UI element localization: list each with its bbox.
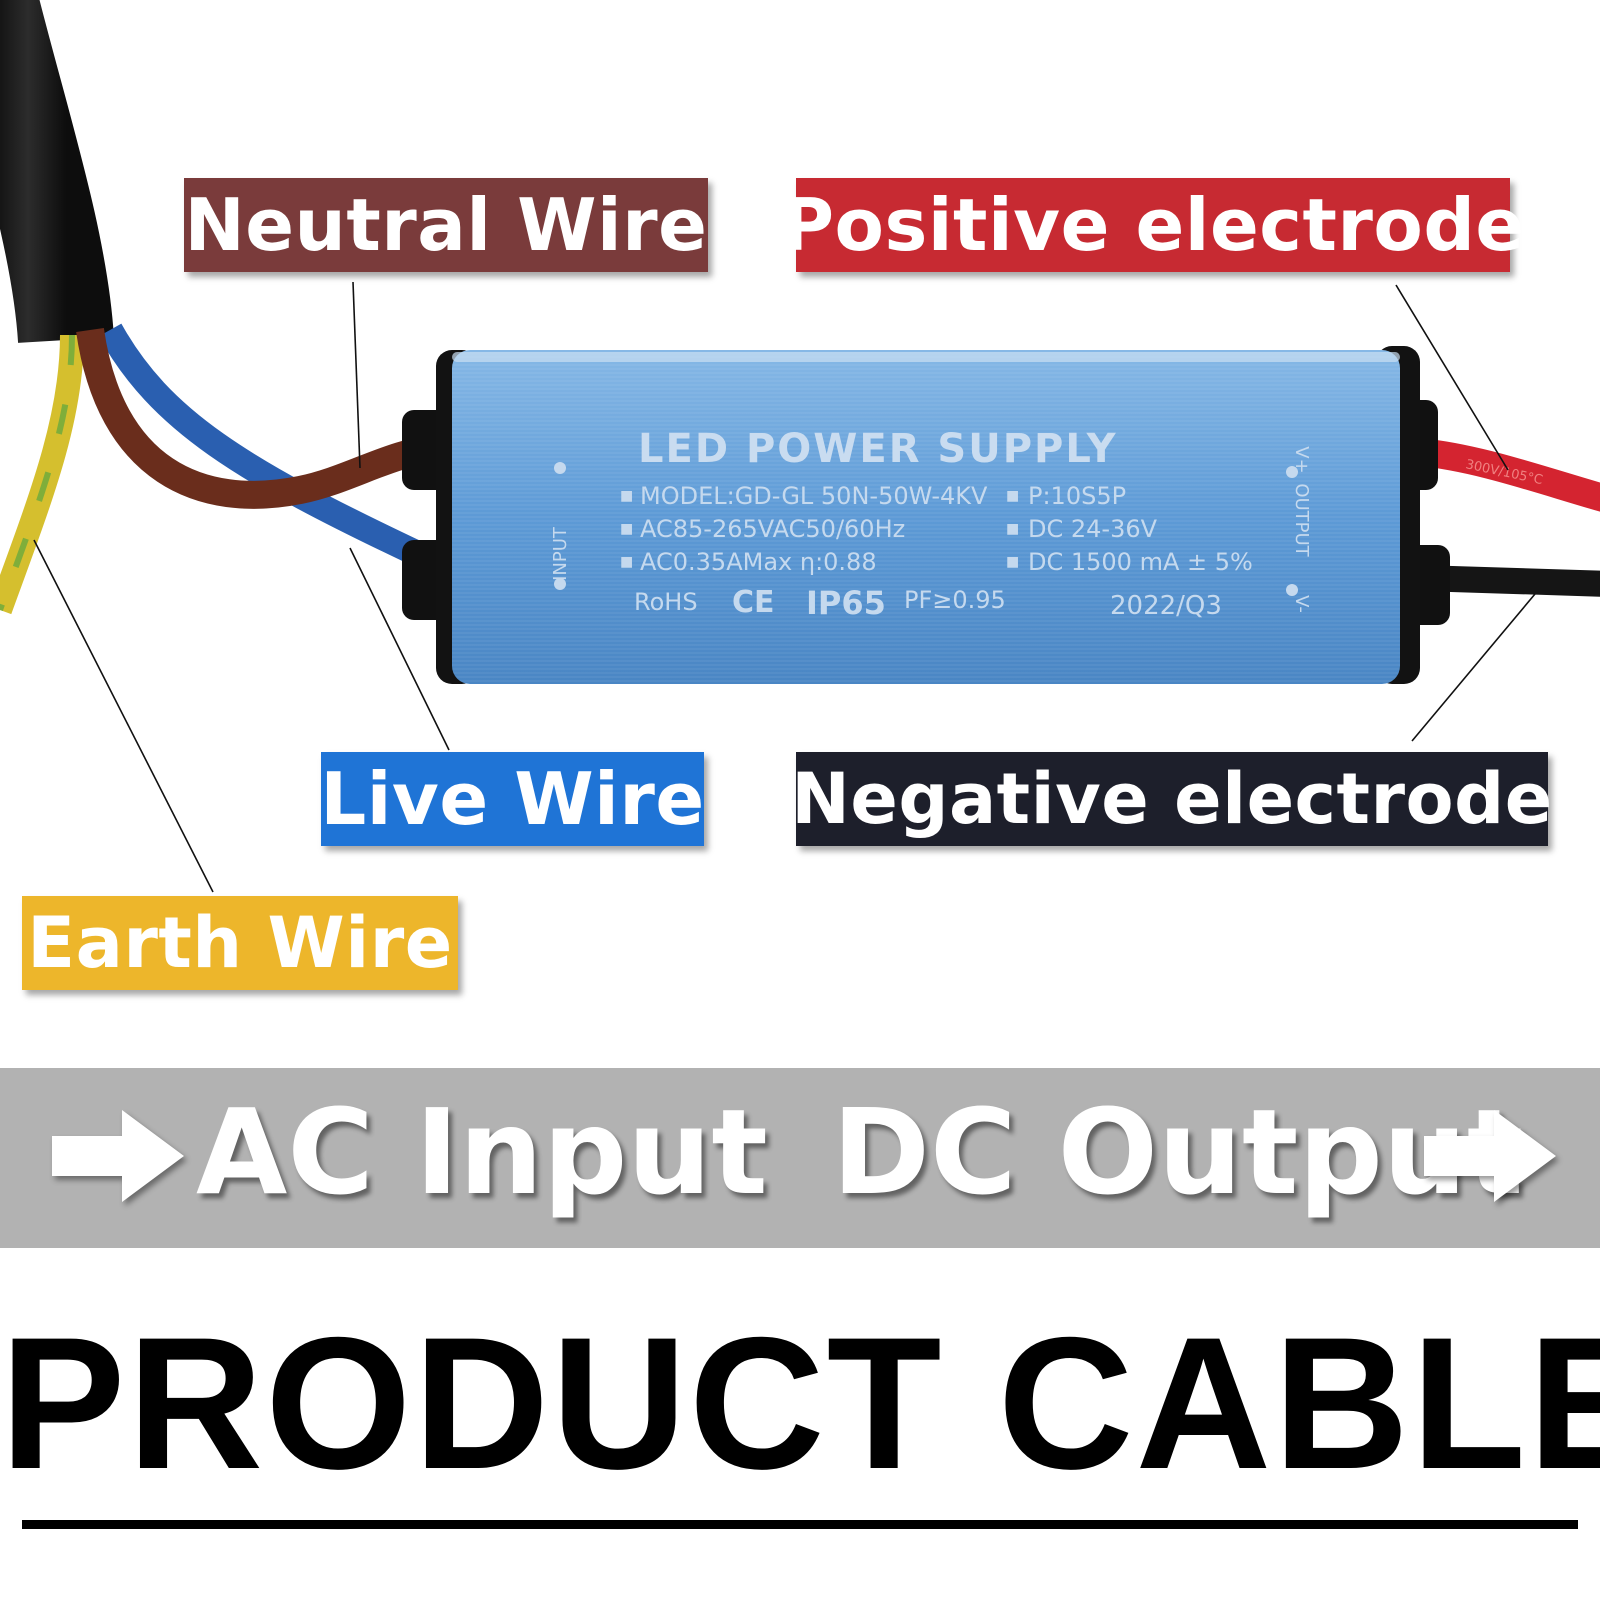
spec-output-current: DC 1500 mA ± 5% bbox=[1028, 548, 1253, 576]
input-output-band: AC Input DC Output bbox=[0, 1068, 1600, 1248]
v-minus-label: V- bbox=[1291, 595, 1312, 613]
svg-text:■: ■ bbox=[1006, 554, 1019, 570]
positive-leader bbox=[1395, 284, 1509, 471]
product-photo: 300V/105°C LED POWER SUPPLY ■ MODEL:GD-G… bbox=[0, 0, 1600, 893]
svg-text:■: ■ bbox=[1006, 488, 1019, 504]
live-leader bbox=[349, 547, 450, 751]
title-underline bbox=[22, 1520, 1578, 1529]
v-plus-label: V+ bbox=[1291, 446, 1312, 473]
device-title: LED POWER SUPPLY bbox=[638, 426, 1118, 472]
positive-wire bbox=[1418, 438, 1600, 512]
spec-config: P:10S5P bbox=[1028, 482, 1126, 510]
ip-rating: IP65 bbox=[806, 584, 886, 622]
input-dot-top bbox=[554, 462, 566, 474]
ce-mark: CE bbox=[732, 585, 775, 620]
svg-text:■: ■ bbox=[1006, 521, 1019, 537]
output-dot-bottom bbox=[1286, 584, 1298, 596]
spec-model: MODEL:GD-GL 50N-50W-4KV bbox=[640, 482, 988, 510]
negative-electrode-label: Negative electrode bbox=[791, 752, 1552, 846]
svg-text:■: ■ bbox=[620, 488, 633, 504]
input-cable bbox=[0, 0, 114, 344]
live-wire bbox=[98, 323, 426, 567]
earth-wire-label: Earth Wire bbox=[22, 896, 458, 990]
device-print: LED POWER SUPPLY ■ MODEL:GD-GL 50N-50W-4… bbox=[550, 426, 1312, 622]
positive-electrode-label: Positive electrode bbox=[781, 178, 1524, 272]
production-date: 2022/Q3 bbox=[1110, 591, 1222, 621]
output-dot-top bbox=[1286, 466, 1298, 478]
arrow-right-icon bbox=[1424, 1110, 1556, 1202]
svg-text:■: ■ bbox=[620, 521, 633, 537]
neutral-leader bbox=[352, 281, 361, 469]
product-cable-title: PRODUCT CABLE bbox=[0, 1298, 1600, 1508]
spec-input-current: AC0.35AMax η:0.88 bbox=[640, 548, 877, 576]
ac-input-text: AC Input bbox=[196, 1083, 768, 1221]
neutral-wire-label: Neutral Wire bbox=[184, 178, 708, 272]
arrow-right-icon bbox=[52, 1110, 184, 1202]
rohs-mark: RoHS bbox=[634, 588, 698, 616]
input-label: INPUT bbox=[550, 526, 571, 581]
spec-input-voltage: AC85-265VAC50/60Hz bbox=[640, 515, 905, 543]
power-factor: PF≥0.95 bbox=[904, 586, 1006, 614]
negative-leader bbox=[1411, 593, 1536, 742]
output-label: OUTPUT bbox=[1291, 483, 1312, 557]
svg-text:■: ■ bbox=[620, 554, 633, 570]
live-wire-label: Live Wire bbox=[320, 752, 704, 846]
input-dot-bottom bbox=[554, 578, 566, 590]
neutral-wire bbox=[76, 327, 442, 509]
dc-output-text: DC Output bbox=[832, 1083, 1524, 1221]
earth-wire bbox=[0, 334, 84, 615]
spec-output-voltage: DC 24-36V bbox=[1028, 515, 1158, 543]
earth-leader bbox=[33, 539, 214, 893]
leader-lines bbox=[33, 281, 1536, 893]
